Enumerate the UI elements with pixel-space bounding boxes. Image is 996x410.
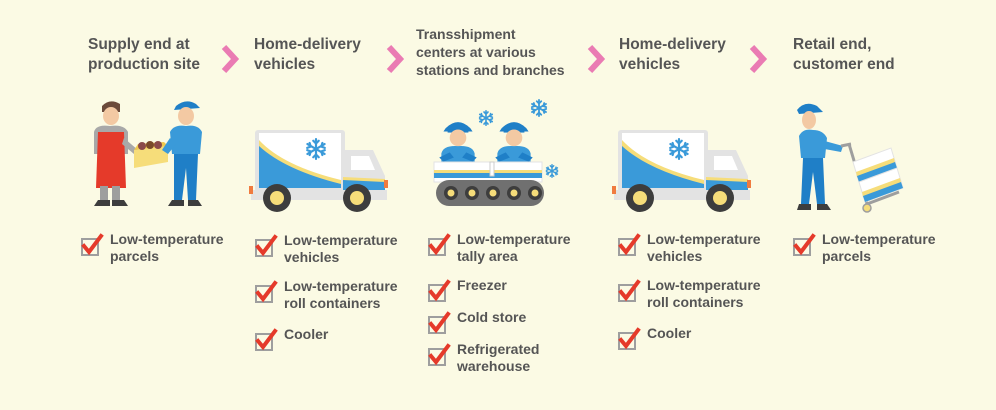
chevron-right-icon <box>221 44 239 74</box>
checklist-item: Low-temperature roll containers <box>254 278 424 312</box>
checklist-item: Low-temperature vehicles <box>617 231 787 265</box>
stage-2-title: Home-delivery vehicles <box>254 36 361 73</box>
checkbox-checked-icon <box>427 233 451 257</box>
checkbox-checked-icon <box>617 327 641 351</box>
checkbox-checked-icon <box>617 233 641 257</box>
chevron-right-icon <box>587 44 605 74</box>
checklist-item: Low-temperature vehicles <box>254 232 424 266</box>
courier-hand-truck-illustration <box>797 103 904 213</box>
checklist-item: Low-temperature parcels <box>80 231 250 265</box>
snowflake-icon <box>530 99 548 117</box>
checkbox-checked-icon <box>80 233 104 257</box>
checkbox-checked-icon <box>792 233 816 257</box>
stage-1-checklist: Low-temperature parcels <box>80 231 250 265</box>
farmer-handing-box-illustration <box>94 101 202 206</box>
refrigerated-truck-illustration <box>243 118 393 213</box>
stage-5-checklist: Low-temperature parcels <box>792 231 962 265</box>
checklist-item: Low-temperature tally area <box>427 231 597 265</box>
checkbox-checked-icon <box>617 279 641 303</box>
chevron-right-icon <box>386 44 404 74</box>
checklist-item: Cooler <box>254 326 424 343</box>
checklist-item: Freezer <box>427 277 597 294</box>
checkbox-checked-icon <box>254 234 278 258</box>
checkbox-checked-icon <box>427 343 451 367</box>
stage-3-title: Transshipment centers at various station… <box>416 26 565 78</box>
stage-5-title: Retail end, customer end <box>793 36 895 73</box>
checklist-item: Refrigerated warehouse <box>427 341 597 375</box>
checklist-item: Cooler <box>617 325 787 342</box>
stage-2-checklist: Low-temperature vehicles Low-temperature… <box>254 232 424 343</box>
snowflake-icon <box>545 164 559 178</box>
checkbox-checked-icon <box>427 279 451 303</box>
stage-1-title: Supply end at production site <box>88 36 200 73</box>
checkbox-checked-icon <box>427 311 451 335</box>
stage-3-checklist: Low-temperature tally area Freezer Cold … <box>427 231 597 375</box>
stage-4-title: Home-delivery vehicles <box>619 36 726 73</box>
checkbox-checked-icon <box>254 328 278 352</box>
snowflake-icon <box>478 110 494 126</box>
checklist-item: Low-temperature parcels <box>792 231 962 265</box>
stage-4-checklist: Low-temperature vehicles Low-temperature… <box>617 231 787 342</box>
checklist-item: Cold store <box>427 309 597 326</box>
chevron-right-icon <box>749 44 767 74</box>
conveyor-workers-illustration <box>433 99 559 206</box>
refrigerated-truck-illustration <box>606 118 756 213</box>
checklist-item: Low-temperature roll containers <box>617 277 787 311</box>
checkbox-checked-icon <box>254 280 278 304</box>
